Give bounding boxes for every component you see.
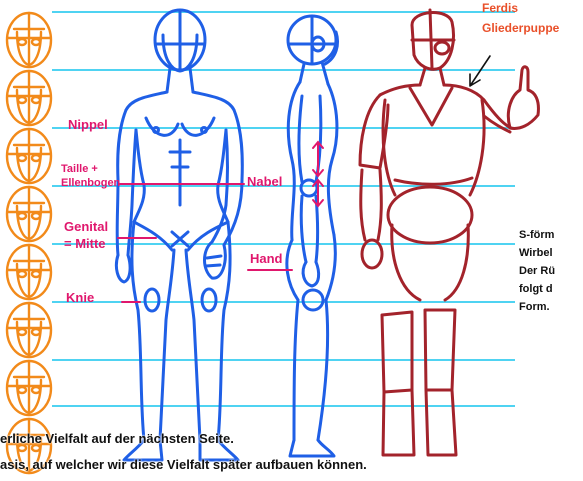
side-elbow — [301, 180, 317, 196]
head-unit — [7, 187, 51, 241]
front-hand — [205, 242, 226, 278]
mannequin-legs — [382, 310, 456, 455]
title-line-1: Ferdis — [482, 2, 518, 14]
side-note-line: S-förm — [519, 230, 554, 241]
head-unit — [7, 303, 51, 357]
front-right-arm — [205, 110, 243, 278]
front-knee — [202, 289, 216, 311]
side-front — [328, 84, 337, 235]
mannequin-head — [412, 10, 454, 69]
side-leg — [290, 290, 334, 456]
label-mitte: = Mitte — [64, 237, 106, 250]
label-hand: Hand — [250, 252, 283, 265]
mannequin-right-arm — [484, 67, 538, 132]
head-unit — [7, 129, 51, 183]
side-figure — [287, 16, 338, 456]
side-head — [288, 16, 338, 64]
guide-lines — [52, 12, 515, 406]
label-nabel: Nabel — [247, 175, 282, 188]
head-stack — [7, 13, 51, 473]
mannequin-figure — [360, 10, 538, 455]
front-shoulders — [126, 92, 234, 110]
side-knee — [303, 290, 323, 310]
side-note-line: folgt d — [519, 284, 553, 295]
head-unit — [7, 71, 51, 125]
label-genital: Genital — [64, 220, 108, 233]
caption-line-1: erliche Vielfalt auf der nächsten Seite. — [0, 432, 234, 445]
chest-arrow — [313, 142, 323, 176]
label-taille: Taille + — [61, 164, 98, 175]
head-unit — [7, 13, 51, 67]
label-nippel: Nippel — [68, 118, 108, 131]
label-ellenbogen: Ellenbogen — [61, 178, 120, 189]
title-line-2: Gliederpuppe — [482, 22, 559, 34]
side-note-line: Form. — [519, 302, 550, 313]
side-note-line: Der Rü — [519, 266, 555, 277]
head-unit — [7, 245, 51, 299]
head-unit — [7, 361, 51, 415]
front-head — [155, 10, 205, 71]
front-knee — [145, 289, 159, 311]
side-hand — [303, 262, 319, 286]
label-knie: Knie — [66, 291, 94, 304]
mannequin-pointing-hand — [508, 67, 538, 129]
mannequin-torso — [380, 85, 484, 195]
front-legs — [124, 222, 238, 460]
front-figure — [116, 10, 242, 460]
caption-line-2: asis, auf welcher wir diese Vielfalt spä… — [0, 458, 367, 471]
side-note-line: Wirbel — [519, 248, 553, 259]
